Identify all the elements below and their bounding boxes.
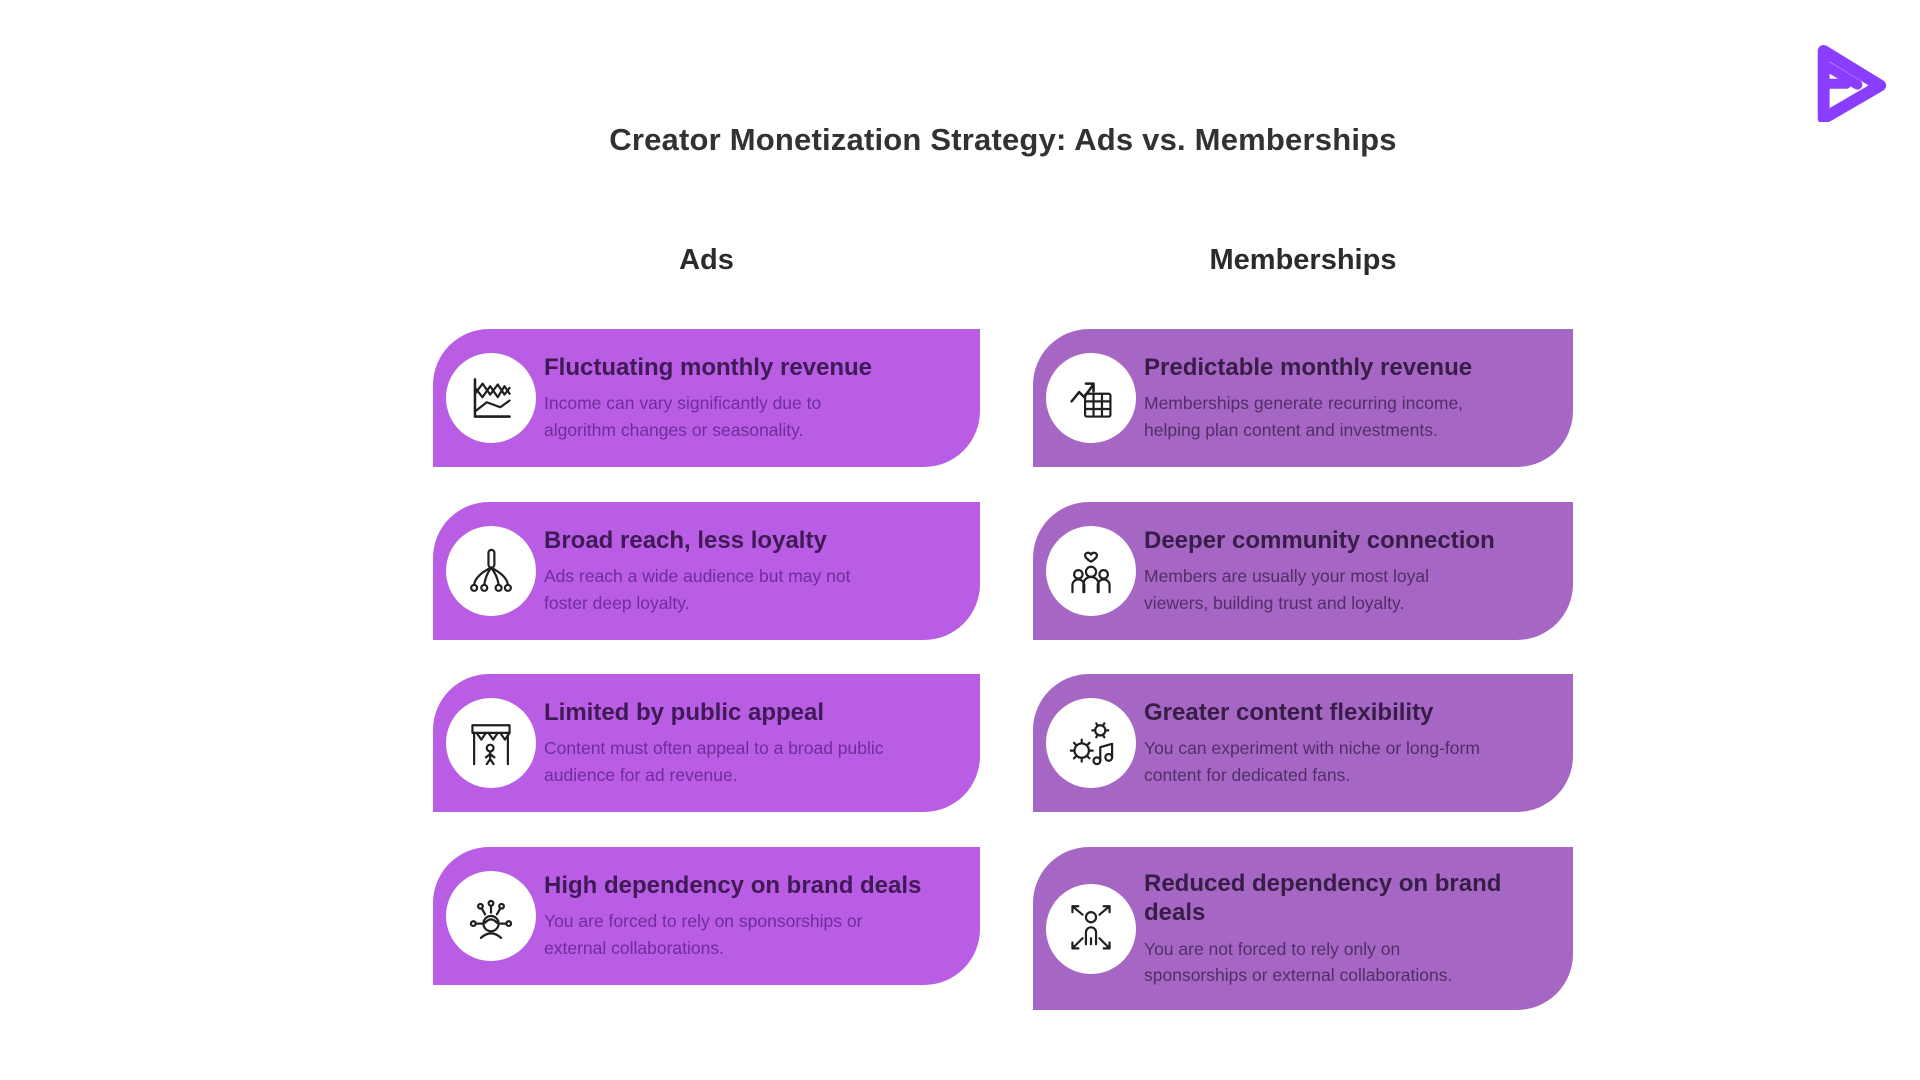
card-fluctuating-monthly-revenue: Fluctuating monthly revenue Income can v… [433,329,980,467]
card-description: You are not forced to rely only on spons… [1144,938,1453,985]
icon-circle [1046,883,1136,974]
card-high-dependency-brand-deals: High dependency on brand deals You are f… [433,847,980,985]
growth-table-icon [1070,382,1112,418]
card-description: Content must often appeal to a broad pub… [544,738,884,785]
card-description: Income can vary significantly due to alg… [544,393,822,440]
card-description: Ads reach a wide audience but may not fo… [544,566,851,613]
expand-person-icon [1071,904,1111,950]
icon-circle [446,698,536,788]
card-title: Reduced dependency on brand deals [1144,869,1502,927]
card-deeper-community-connection: Deeper community connection Members are … [1033,502,1573,640]
fluctuating-line-chart-icon [473,378,511,418]
icon-circle [1046,698,1136,788]
card-description: Memberships generate recurring income, h… [1144,393,1464,440]
community-heart-icon [1071,551,1111,594]
page-title: Creator Monetization Strategy: Ads vs. M… [609,122,1397,157]
comparison-area: Ads Memberships Fluctuating monthly reve… [433,0,1573,1080]
card-description: Members are usually your most loyal view… [1144,566,1429,613]
card-title: Broad reach, less loyalty [544,527,827,555]
card-title: Deeper community connection [1144,527,1495,555]
card-title: High dependency on brand deals [544,872,922,900]
broadcast-reach-icon [470,548,512,592]
icon-circle [1046,353,1136,443]
card-greater-content-flexibility: Greater content flexibility You can expe… [1033,674,1573,812]
card-broad-reach-less-loyalty: Broad reach, less loyalty Ads reach a wi… [433,502,980,640]
column-header-memberships: Memberships [1209,244,1397,276]
play-triangle-logo-icon [1817,45,1887,122]
card-limited-by-public-appeal: Limited by public appeal Content must of… [433,674,980,812]
icon-circle [446,871,536,961]
column-header-ads: Ads [679,244,734,276]
icon-circle [446,353,536,443]
brand-deals-person-icon [469,899,513,940]
card-description: You can experiment with niche or long-fo… [1144,738,1480,785]
card-title: Greater content flexibility [1144,699,1434,727]
icon-circle [446,526,536,616]
card-description: You are forced to rely on sponsorships o… [544,911,863,958]
card-predictable-monthly-revenue: Predictable monthly revenue Memberships … [1033,329,1573,467]
card-reduced-dependency-brand-deals: Reduced dependency on brand deals You ar… [1033,847,1573,1010]
brand-logo [1804,40,1898,122]
card-title: Predictable monthly revenue [1144,354,1473,382]
gear-music-icon [1069,722,1114,766]
stage-banner-icon [471,724,511,766]
icon-circle [1046,526,1136,616]
card-title: Fluctuating monthly revenue [544,354,873,382]
card-title: Limited by public appeal [544,699,825,727]
